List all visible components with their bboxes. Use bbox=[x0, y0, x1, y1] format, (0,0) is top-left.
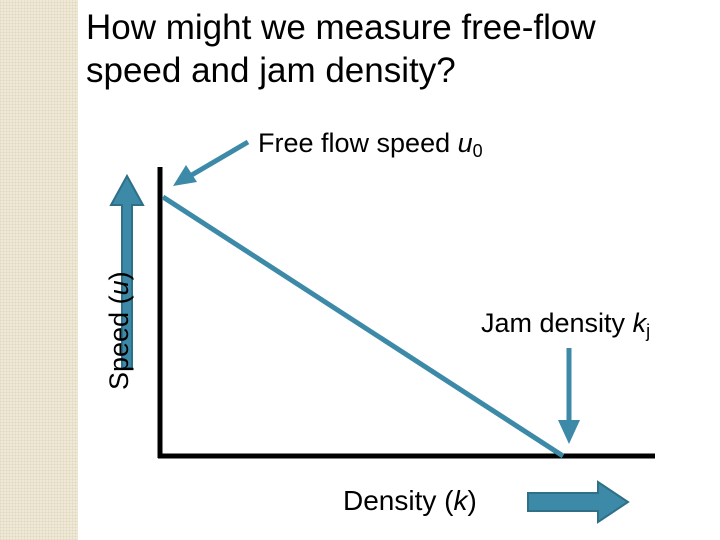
speed-up-arrow bbox=[109, 173, 145, 369]
speed-density-line bbox=[161, 194, 565, 459]
y-axis-suffix: ) bbox=[104, 271, 134, 281]
jam-density-label: Jam density kj bbox=[481, 308, 650, 342]
x-axis-label: Density (k) bbox=[343, 485, 477, 517]
density-right-arrow bbox=[527, 480, 630, 524]
free-flow-text: Free flow speed bbox=[258, 128, 458, 158]
y-axis-text: Speed ( bbox=[104, 295, 134, 390]
free-flow-sub: 0 bbox=[472, 141, 483, 161]
x-axis-suffix: ) bbox=[467, 485, 477, 516]
x-axis-var: k bbox=[453, 485, 468, 516]
jam-var: k bbox=[632, 308, 647, 338]
jam-text: Jam density bbox=[481, 308, 633, 338]
free-flow-var: u bbox=[457, 128, 473, 158]
slide-title: How might we measure free-flow speed and… bbox=[86, 8, 596, 90]
decorative-side-strip bbox=[0, 0, 78, 540]
y-axis-var: u bbox=[104, 280, 134, 296]
free-flow-pointer-shaft bbox=[188, 139, 250, 179]
x-axis-text: Density ( bbox=[343, 485, 454, 516]
jam-pointer-head bbox=[558, 420, 580, 444]
y-axis-label: Speed (u) bbox=[104, 271, 135, 390]
free-flow-pointer-head bbox=[173, 165, 197, 186]
jam-sub: j bbox=[646, 321, 651, 341]
free-flow-speed-label: Free flow speed u0 bbox=[258, 128, 483, 162]
